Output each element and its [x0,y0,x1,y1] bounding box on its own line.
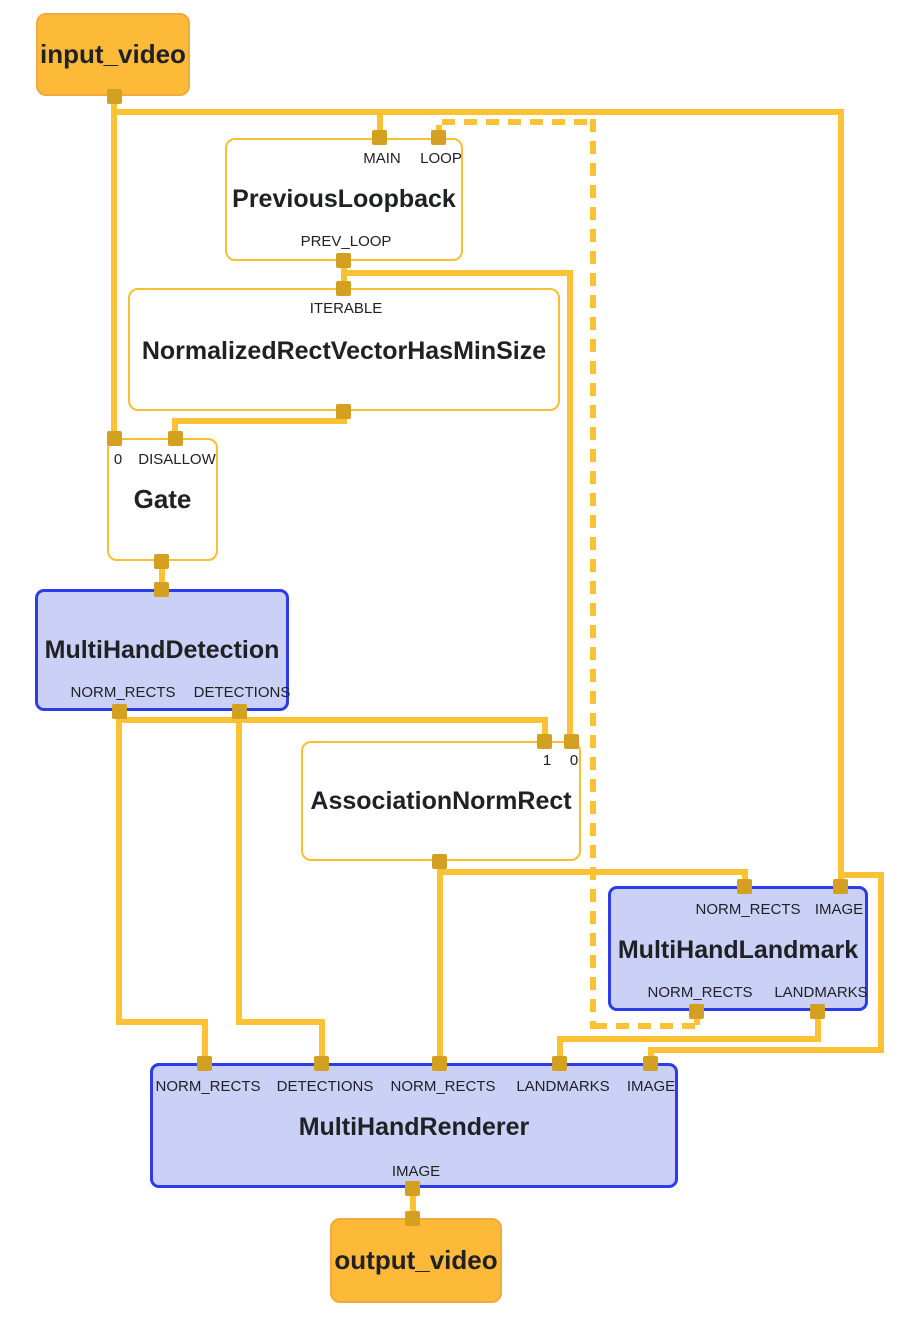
edge-prevloop-branch-h [341,270,573,276]
node-multi-hand-landmark[interactable]: NORM_RECTS IMAGE MultiHandLandmark NORM_… [608,886,868,1011]
edge-loopback-dashed-bottom [594,1023,696,1029]
edge-image-branch-v [878,872,884,1053]
port-mhd-in [154,582,169,597]
edge-assoc-mhl-stub [742,869,748,886]
node-normalized-rect-vector-has-min-size[interactable]: ITERABLE NormalizedRectVectorHasMinSize [128,288,560,411]
port-label-iterable: ITERABLE [309,300,383,317]
edge-landmarks-stub [815,1011,821,1042]
port-mhd-detections-out [232,704,247,719]
edge-mhd-detections-v [236,711,242,1025]
port-label-image-in: IMAGE [814,901,864,918]
edge-mhd-normrects-v [116,711,122,1025]
port-renderer-norm-rects-2-in [432,1056,447,1071]
port-renderer-norm-rects-1-in [197,1056,212,1071]
port-label-0: 0 [113,451,123,468]
port-gate-out [154,554,169,569]
edge-prevloop-assoc0-v [567,270,573,741]
node-title: Gate [133,484,192,514]
port-renderer-detections-in [314,1056,329,1071]
port-assoc-out [432,854,447,869]
port-renderer-image-in [643,1056,658,1071]
edge-mhd-renderer1-stub [202,1019,208,1063]
port-input-video-out [107,89,122,104]
node-title: AssociationNormRect [310,787,572,815]
edge-landmarks-h [557,1036,821,1042]
port-label-norm-rects-in: NORM_RECTS [695,901,801,918]
node-output-video[interactable]: output_video [330,1218,502,1303]
port-renderer-landmarks-in [552,1056,567,1071]
edge-mhd-renderer1-h [116,1019,208,1025]
node-previous-loopback[interactable]: MAIN LOOP PreviousLoopback PREV_LOOP [225,138,463,261]
node-title: NormalizedRectVectorHasMinSize [141,337,547,365]
node-multi-hand-detection[interactable]: MultiHandDetection NORM_RECTS DETECTIONS [35,589,291,711]
edge-loopback-dashed-vertical [590,119,596,1029]
edge-inputvideo-gate [111,96,117,438]
node-input-video[interactable]: input_video [36,13,190,96]
node-gate[interactable]: 0 DISALLOW Gate [107,438,218,561]
port-label-landmarks-out: LANDMARKS [774,984,868,1001]
edge-loopback-dashed-top [442,119,596,125]
port-label-norm-rects-out: NORM_RECTS [647,984,753,1001]
port-mhl-image-in [833,879,848,894]
port-label-detections: DETECTIONS [276,1078,374,1095]
port-mhl-norm-rects-out [689,1004,704,1019]
node-title: MultiHandDetection [44,636,280,664]
node-association-norm-rect[interactable]: 1 0 AssociationNormRect [301,741,581,861]
port-nrv-out [336,404,351,419]
port-gate-disallow-in [168,431,183,446]
port-output-video-in [405,1211,420,1226]
port-main-in [372,130,387,145]
port-label-1: 1 [542,752,552,769]
edge-landmarks-down [557,1036,563,1063]
edge-nrv-disallow-h [172,418,347,424]
port-label-prev-loop: PREV_LOOP [300,233,392,250]
port-renderer-out [405,1181,420,1196]
edge-image-to-renderer-h [648,1047,884,1053]
port-mhl-norm-rects-in [737,879,752,894]
port-label-main: MAIN [363,150,401,167]
node-multi-hand-renderer[interactable]: NORM_RECTS DETECTIONS NORM_RECTS LANDMAR… [150,1063,678,1188]
edge-mhd-detections-stub [319,1019,325,1063]
port-assoc-1-in [537,734,552,749]
port-label-norm-rects: NORM_RECTS [70,684,176,701]
node-title: MultiHandRenderer [298,1113,530,1141]
edge-renderer-output [410,1188,416,1218]
port-label-landmarks: LANDMARKS [516,1078,610,1095]
edge-assoc-renderer-v [437,861,443,1063]
port-mhl-landmarks-out [810,1004,825,1019]
port-label-norm-rects-1: NORM_RECTS [155,1078,261,1095]
port-label-detections: DETECTIONS [193,684,291,701]
edge-gate-mhd [159,561,165,589]
port-mhd-norm-rects-out [112,704,127,719]
edge-inputvideo-horizontal [111,109,844,115]
port-iterable-in [336,281,351,296]
port-label-norm-rects-2: NORM_RECTS [390,1078,496,1095]
port-label-loop: LOOP [420,150,462,167]
edge-nrv-disallow-stub [172,418,178,438]
port-prev-loop-out [336,253,351,268]
node-title: MultiHandLandmark [617,936,859,964]
node-title: PreviousLoopback [232,185,456,213]
edge-mhd-assoc1-stub [542,717,548,741]
edge-mhd-assoc1-h [116,717,548,723]
edge-image-to-renderer-stub [648,1047,654,1063]
edge-right-vertical [838,115,844,886]
edge-main-stub [377,115,383,138]
port-assoc-0-in [564,734,579,749]
stream-label: input_video [40,39,186,69]
port-label-0: 0 [569,752,579,769]
port-label-image-out: IMAGE [391,1163,441,1180]
port-label-disallow: DISALLOW [138,451,216,468]
edge-mhd-detections-h [236,1019,325,1025]
stream-label: output_video [334,1245,498,1275]
port-loop-in [431,130,446,145]
port-label-image: IMAGE [626,1078,676,1095]
port-gate-0-in [107,431,122,446]
edge-image-branch-h [838,872,884,878]
